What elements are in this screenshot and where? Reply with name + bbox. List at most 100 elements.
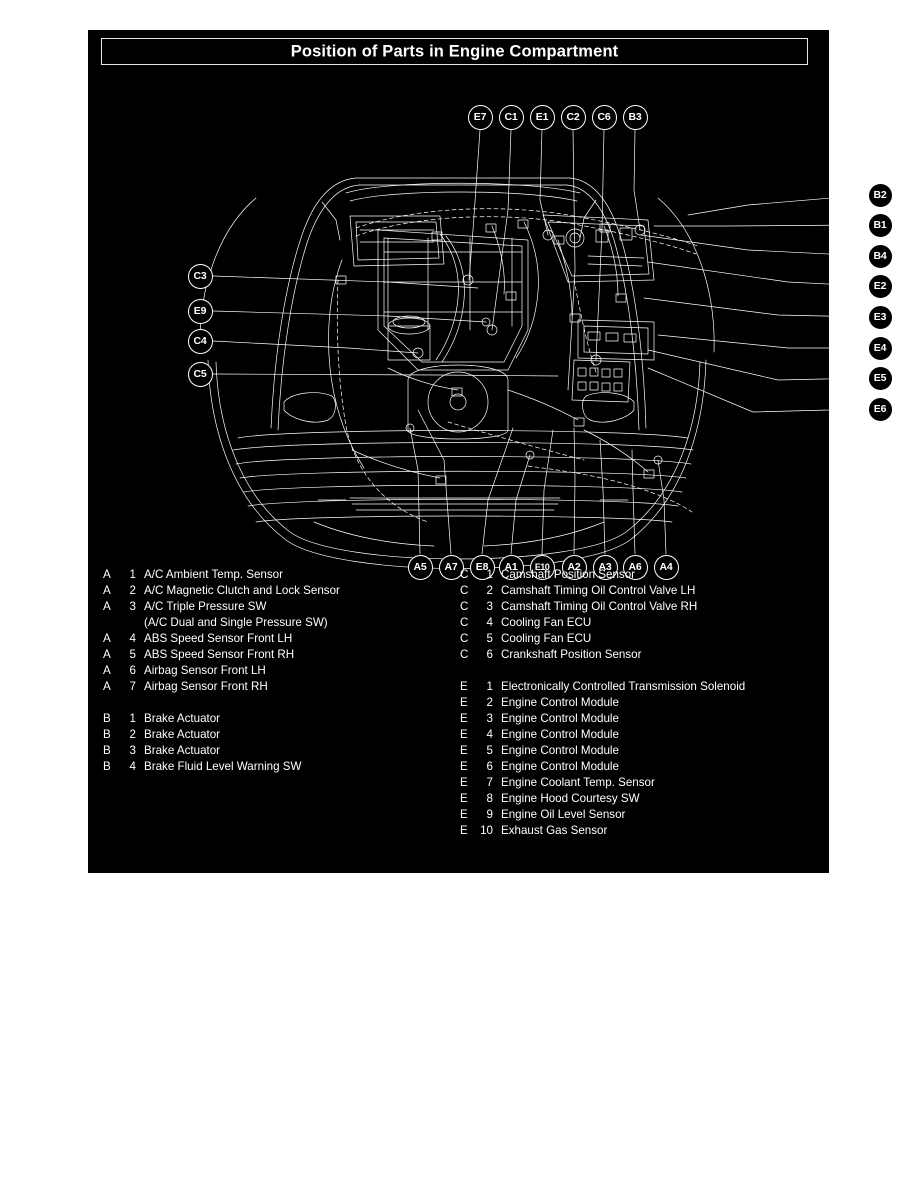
legend-number: 10 — [480, 824, 493, 837]
legend-item: A 6 Airbag Sensor Front LH — [103, 664, 453, 680]
legend-number: 6 — [129, 664, 136, 677]
legend-label: Camshaft Timing Oil Control Valve RH — [501, 600, 698, 613]
legend-number: 7 — [486, 776, 493, 789]
callout-E1[interactable]: E1 — [529, 104, 555, 130]
callout-E6[interactable]: E6 — [867, 396, 893, 422]
legend-item: A 5 ABS Speed Sensor Front RH — [103, 648, 453, 664]
legend-letter: C — [460, 616, 469, 629]
legend-item: C 4 Cooling Fan ECU — [460, 616, 815, 632]
legend-label: A/C Ambient Temp. Sensor — [144, 568, 283, 581]
callout-E7[interactable]: E7 — [467, 104, 493, 130]
legend-number: 7 — [129, 680, 136, 693]
legend-number: 3 — [129, 744, 136, 757]
legend-letter: E — [460, 792, 468, 805]
legend-label: Engine Control Module — [501, 760, 619, 773]
callout-A7[interactable]: A7 — [438, 554, 464, 580]
legend-label: ABS Speed Sensor Front RH — [144, 648, 295, 661]
legend-item: E 8 Engine Hood Courtesy SW — [460, 792, 815, 808]
callout-C4[interactable]: C4 — [187, 328, 213, 354]
legend-letter: B — [103, 760, 111, 773]
legend-number: 3 — [486, 712, 493, 725]
legend-label: Engine Control Module — [501, 744, 619, 757]
callout-E5[interactable]: E5 — [867, 365, 893, 391]
legend-letter: E — [460, 728, 468, 741]
callout-C6[interactable]: C6 — [591, 104, 617, 130]
legend-number: 1 — [486, 680, 493, 693]
legend-item: B 2 Brake Actuator — [103, 728, 453, 744]
legend-item: B 4 Brake Fluid Level Warning SW — [103, 760, 453, 776]
legend-number: 2 — [486, 696, 493, 709]
legend-item: A 7 Airbag Sensor Front RH — [103, 680, 453, 696]
legend-letter: A — [103, 680, 111, 693]
legend-number: 4 — [486, 616, 493, 629]
page-title: Position of Parts in Engine Compartment — [290, 42, 619, 60]
legend-label: Brake Actuator — [144, 744, 221, 757]
callout-B4[interactable]: B4 — [867, 243, 893, 269]
legend-number: 2 — [129, 584, 136, 597]
callout-E10[interactable]: E10 — [529, 554, 555, 580]
callout-E9[interactable]: E9 — [187, 298, 213, 324]
legend-number: 1 — [486, 568, 493, 581]
callout-C5[interactable]: C5 — [187, 361, 213, 387]
title-bar: Position of Parts in Engine Compartment — [101, 38, 808, 65]
legend-letter: E — [460, 824, 468, 837]
parts-legend: A 1 A/C Ambient Temp. Sensor A 2 A/C Mag… — [88, 30, 829, 873]
legend-label: A/C Magnetic Clutch and Lock Sensor — [144, 584, 340, 597]
legend-number: 1 — [129, 712, 136, 725]
legend-number: 4 — [129, 632, 136, 645]
legend-letter: C — [460, 632, 469, 645]
legend-letter: E — [460, 744, 468, 757]
legend-spacer — [103, 696, 453, 712]
legend-number: 6 — [486, 760, 493, 773]
legend-number: 5 — [129, 648, 136, 661]
diagram-panel: Position of Parts in Engine Compartment — [88, 30, 893, 873]
callout-E4[interactable]: E4 — [867, 335, 893, 361]
legend-letter: E — [460, 712, 468, 725]
legend-letter: E — [460, 776, 468, 789]
callout-B2[interactable]: B2 — [867, 182, 893, 208]
legend-item: E 1 Electronically Controlled Transmissi… — [460, 680, 815, 696]
legend-letter: C — [460, 584, 469, 597]
callout-B1[interactable]: B1 — [867, 212, 893, 238]
legend-label: Cooling Fan ECU — [501, 616, 592, 629]
callout-A5[interactable]: A5 — [407, 554, 433, 580]
legend-item: E 7 Engine Coolant Temp. Sensor — [460, 776, 815, 792]
legend-item: E 2 Engine Control Module — [460, 696, 815, 712]
callout-C1[interactable]: C1 — [498, 104, 524, 130]
legend-letter: A — [103, 568, 111, 581]
legend-number: 6 — [486, 648, 493, 661]
legend-number: 5 — [486, 744, 493, 757]
callout-E3[interactable]: E3 — [867, 304, 893, 330]
legend-number: 1 — [129, 568, 136, 581]
legend-label: Crankshaft Position Sensor — [501, 648, 642, 661]
legend-label: Brake Actuator — [144, 728, 221, 741]
callout-B3[interactable]: B3 — [622, 104, 648, 130]
legend-label: Engine Hood Courtesy SW — [501, 792, 640, 805]
callout-E8[interactable]: E8 — [469, 554, 495, 580]
callout-A3[interactable]: A3 — [592, 554, 618, 580]
legend-item: A 3 A/C Triple Pressure SW — [103, 600, 453, 616]
legend-number: 2 — [486, 584, 493, 597]
callout-E2[interactable]: E2 — [867, 273, 893, 299]
legend-item: E 9 Engine Oil Level Sensor — [460, 808, 815, 824]
legend-item: B 3 Brake Actuator — [103, 744, 453, 760]
callout-C2[interactable]: C2 — [560, 104, 586, 130]
legend-number: 3 — [486, 600, 493, 613]
legend-letter: C — [460, 568, 469, 581]
legend-label: Cooling Fan ECU — [501, 632, 592, 645]
legend-label: Camshaft Position Sensor — [501, 568, 636, 581]
legend-number: 3 — [129, 600, 136, 613]
legend-spacer — [460, 664, 815, 680]
legend-letter: E — [460, 696, 468, 709]
legend-column-left: A 1 A/C Ambient Temp. Sensor A 2 A/C Mag… — [103, 568, 453, 776]
callout-A2[interactable]: A2 — [561, 554, 587, 580]
legend-item: E 4 Engine Control Module — [460, 728, 815, 744]
callout-A4[interactable]: A4 — [653, 554, 679, 580]
legend-label: Brake Actuator — [144, 712, 221, 725]
callout-A6[interactable]: A6 — [622, 554, 648, 580]
callout-C3[interactable]: C3 — [187, 263, 213, 289]
legend-letter: A — [103, 648, 111, 661]
legend-label: Brake Fluid Level Warning SW — [144, 760, 302, 773]
legend-item-continuation: (A/C Dual and Single Pressure SW) — [103, 616, 453, 632]
callout-A1[interactable]: A1 — [498, 554, 524, 580]
